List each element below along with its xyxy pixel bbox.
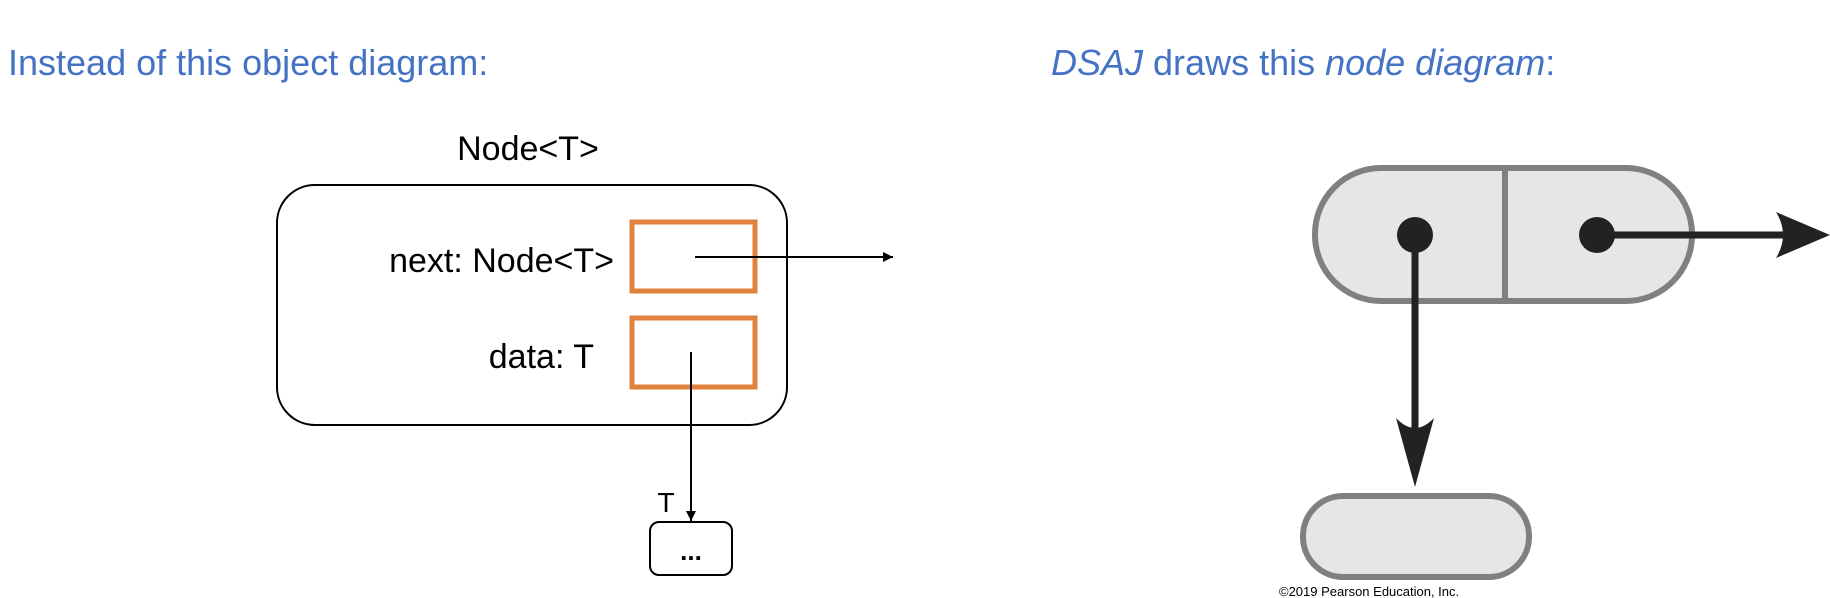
data-target-box bbox=[649, 521, 733, 576]
left-heading: Instead of this object diagram: bbox=[8, 42, 489, 83]
class-name-label: Node<T> bbox=[457, 130, 599, 168]
data-target-ellipsis: ... bbox=[680, 536, 702, 566]
field-next-label: next: Node<T> bbox=[389, 242, 614, 280]
copyright-notice: ©2019 Pearson Education, Inc. bbox=[1279, 584, 1459, 598]
next-reference-arrowhead bbox=[1776, 212, 1830, 258]
heading-mid: draws this bbox=[1143, 42, 1326, 83]
object-diagram: Node<T> next: Node<T> data: T T ... bbox=[276, 130, 893, 576]
right-heading: DSAJ draws this node diagram: bbox=[1051, 42, 1555, 84]
data-type-label: T bbox=[657, 487, 674, 518]
data-field-box bbox=[629, 315, 758, 390]
data-reference-arrowhead bbox=[1396, 418, 1434, 487]
field-data-label: data: T bbox=[489, 338, 594, 376]
heading-colon: : bbox=[1545, 42, 1556, 83]
data-object-capsule bbox=[1300, 493, 1532, 580]
node-diagram: ©2019 Pearson Education, Inc. bbox=[1279, 165, 1830, 598]
heading-node-diagram: node diagram bbox=[1325, 42, 1546, 83]
object-box bbox=[276, 184, 788, 426]
heading-dsaj: DSAJ bbox=[1051, 42, 1144, 83]
